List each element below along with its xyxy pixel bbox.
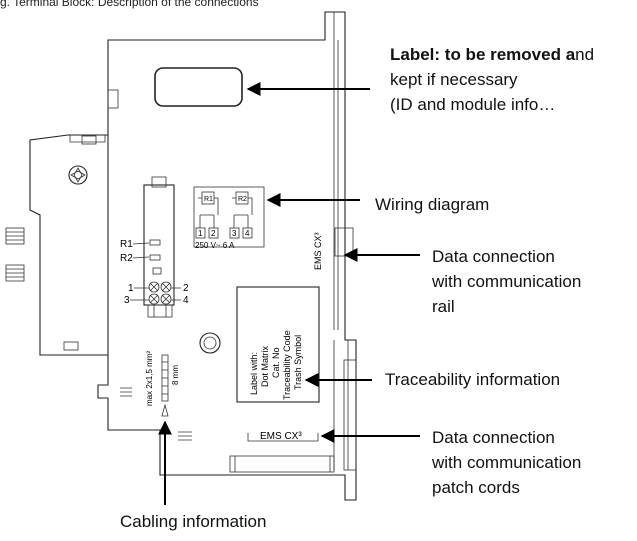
label-line-5: Trash Symbol: [293, 335, 303, 390]
lower-rail-plate: [343, 359, 357, 471]
wiring-t2: 2: [211, 229, 216, 238]
label-callout-line3: (ID and module info…: [390, 95, 556, 114]
left-connector-top: [5, 227, 25, 245]
relay-rating: 250 V~ 6 A: [195, 241, 235, 250]
ems-side-label: EMS CX³: [313, 232, 323, 270]
label-callout-bold: Label: to be removed a: [390, 45, 576, 64]
terminal-2-label: 2: [183, 283, 189, 294]
grille-marks-left: [120, 387, 132, 397]
terminal-4-label: 4: [183, 295, 189, 306]
torx-screw-icon: [68, 165, 88, 185]
strip-length-label: 8 mm: [171, 365, 180, 385]
wiring-r2: R2: [238, 196, 247, 203]
wiring-t3: 3: [232, 229, 237, 238]
data-rail-line1: Data connection: [432, 247, 555, 266]
data-patch-line3: patch cords: [432, 478, 520, 497]
device-body-outline: [97, 11, 357, 501]
relay-terminal-column: [143, 176, 175, 318]
wiring-t4: 4: [245, 229, 250, 238]
label-line-1: Label with:: [249, 352, 259, 395]
removable-label: [154, 67, 243, 107]
data-rail-line3: rail: [432, 297, 455, 316]
traceability-callout: Traceability information: [385, 370, 561, 389]
bottom-connector: [229, 455, 335, 473]
wiring-t1: 1: [198, 229, 203, 238]
side-rail-lower: [333, 340, 349, 470]
terminal-1-label: 1: [128, 283, 134, 294]
terminal-3-label: 3: [124, 295, 130, 306]
top-rail: [333, 12, 339, 330]
data-patch-callout: Data connection with communication patch…: [432, 425, 581, 500]
cabling-strip-gauge: [161, 354, 169, 417]
reset-button: [199, 332, 221, 354]
relay-r2-label: R2: [120, 253, 133, 264]
data-rail-callout: Data connection with communication rail: [432, 244, 581, 319]
wiring-diagram: [193, 186, 265, 248]
label-line-4: Traceability Code: [282, 330, 292, 400]
left-mounting-clip: [29, 134, 108, 356]
data-patch-line1: Data connection: [432, 428, 555, 447]
label-callout-rest: nd: [575, 45, 595, 64]
wiring-r1: R1: [204, 196, 213, 203]
figure-caption: g. Terminal Block: Description of the co…: [0, 0, 259, 9]
cable-size-label: max 2x1,5 mm²: [145, 351, 154, 406]
ems-bottom-bracket: [247, 433, 319, 442]
top-tab: [107, 89, 119, 109]
label-line-3: Cat. No: [271, 347, 281, 378]
grille-marks-bottom: [178, 431, 192, 441]
data-rail-line2: with communication: [432, 272, 582, 291]
label-callout-line2: kept if necessary: [390, 70, 518, 89]
label-callout: Label: to be removed and kept if necessa…: [390, 42, 594, 117]
label-line-2: Dot Matrix: [260, 345, 270, 387]
wiring-callout: Wiring diagram: [375, 195, 490, 214]
data-patch-line2: with communication: [432, 453, 582, 472]
cabling-callout: Cabling information: [120, 512, 267, 531]
traceability-label-box: [236, 286, 320, 403]
ems-bottom-label: EMS CX³: [260, 431, 302, 442]
relay-r1-label: R1: [120, 239, 133, 250]
left-connector-bottom: [5, 264, 25, 282]
